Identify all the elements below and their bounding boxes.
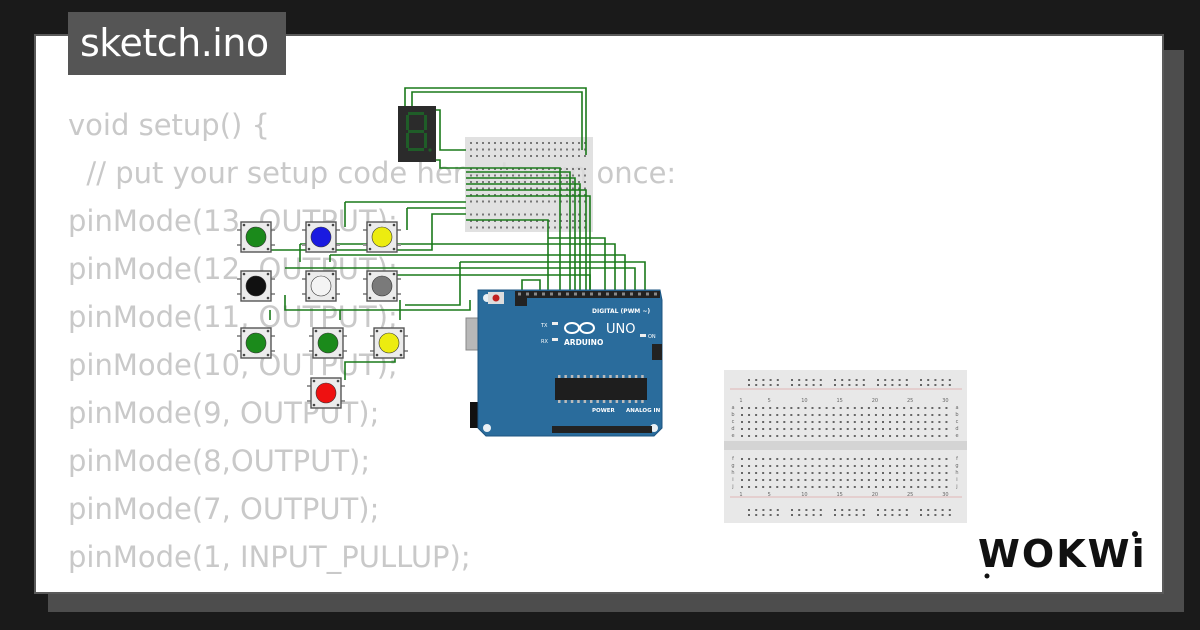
pushbutton-red[interactable] (307, 377, 345, 409)
microcontroller-chip (555, 378, 647, 400)
file-tab-label: sketch.ino (80, 21, 269, 65)
digital-header (515, 291, 660, 298)
arduino-logo: ARDUINO UNO (564, 322, 635, 347)
pushbutton-white[interactable] (302, 270, 340, 302)
code-line: pinMode(8,OUTPUT); (68, 444, 371, 478)
arduino-brand: ARDUINO (564, 338, 603, 347)
bb-row-letter: j (955, 484, 957, 490)
bb-column-number: 10 (801, 398, 807, 404)
bb-row-letter: f (732, 456, 734, 462)
rx-label: RX (541, 339, 548, 345)
bb-row-letter: e (731, 433, 734, 439)
bb-column-number: 15 (837, 492, 843, 498)
bb-column-number: 25 (907, 492, 913, 498)
pushbutton-yellow[interactable] (363, 221, 401, 253)
bb-row-letter: b (955, 412, 958, 418)
bb-row-letter: f (956, 456, 958, 462)
bb-column-number: 30 (942, 492, 948, 498)
bb-column-number: 1 (739, 492, 742, 498)
bb-row-letter: j (731, 484, 733, 490)
code-line: pinMode(9, OUTPUT); (68, 396, 380, 430)
pushbutton-group (237, 221, 408, 409)
pushbutton-green[interactable] (309, 327, 347, 359)
bb-column-number: 15 (837, 398, 843, 404)
bb-column-number: 30 (942, 398, 948, 404)
pushbutton-gray[interactable] (363, 270, 401, 302)
tx-label: TX (540, 323, 548, 329)
bb-row-letter: i (732, 477, 733, 483)
pushbutton-blue[interactable] (302, 221, 340, 253)
bb-row-letter: c (956, 419, 959, 425)
power-analog-header (552, 426, 652, 433)
bb-column-number: 20 (872, 492, 878, 498)
code-line: pinMode(7, OUTPUT); (68, 492, 380, 526)
bb-column-number: 5 (768, 492, 771, 498)
power-label: POWER (592, 408, 616, 414)
bb-column-number: 25 (907, 398, 913, 404)
bb-row-letter: h (955, 470, 958, 476)
pushbutton-green[interactable] (237, 221, 275, 253)
bb-row-letter: a (731, 405, 734, 411)
bb-row-letter: d (955, 426, 958, 432)
bb-column-number: 20 (872, 398, 878, 404)
code-line: void setup() { (68, 108, 270, 142)
on-label: ON (648, 334, 656, 340)
bb-row-letter: h (731, 470, 734, 476)
code-line: pinMode(11, OUTPUT); (68, 300, 398, 334)
code-line: pinMode(13, OUTPUT); (68, 204, 398, 238)
seven-segment-display[interactable] (398, 106, 436, 162)
pushbutton-green[interactable] (237, 327, 275, 359)
bb-row-letter: g (731, 463, 734, 469)
icsp-header (652, 344, 662, 360)
bb-row-letter: b (731, 412, 734, 418)
wokwi-logo-text: WOKWi (978, 532, 1147, 576)
arduino-uno[interactable]: DIGITAL (PWM ~) ARDUINO UNO TX RX ON POW… (465, 289, 663, 437)
file-tab[interactable]: sketch.ino (68, 12, 286, 75)
bb-row-letter: a (955, 405, 958, 411)
digital-label: DIGITAL (PWM ~) (592, 308, 650, 315)
pushbutton-yellow[interactable] (370, 327, 408, 359)
bb-row-letter: c (732, 419, 735, 425)
bb-row-letter: g (955, 463, 958, 469)
bb-column-number: 1 (739, 398, 742, 404)
bb-row-letter: d (731, 426, 734, 432)
wires (267, 87, 646, 380)
code-line: pinMode(1, INPUT_PULLUP); (68, 540, 471, 574)
analog-label: ANALOG IN (626, 408, 661, 414)
pushbutton-black[interactable] (237, 270, 275, 302)
bb-column-number: 10 (801, 492, 807, 498)
arduino-model: UNO (606, 322, 635, 337)
bb-row-letter: e (955, 433, 958, 439)
bb-row-letter: i (956, 477, 957, 483)
wokwi-logo[interactable]: WOKWi (972, 524, 1152, 584)
bb-column-number: 5 (768, 398, 771, 404)
code-editor: void setup() { // put your setup code he… (68, 104, 676, 584)
